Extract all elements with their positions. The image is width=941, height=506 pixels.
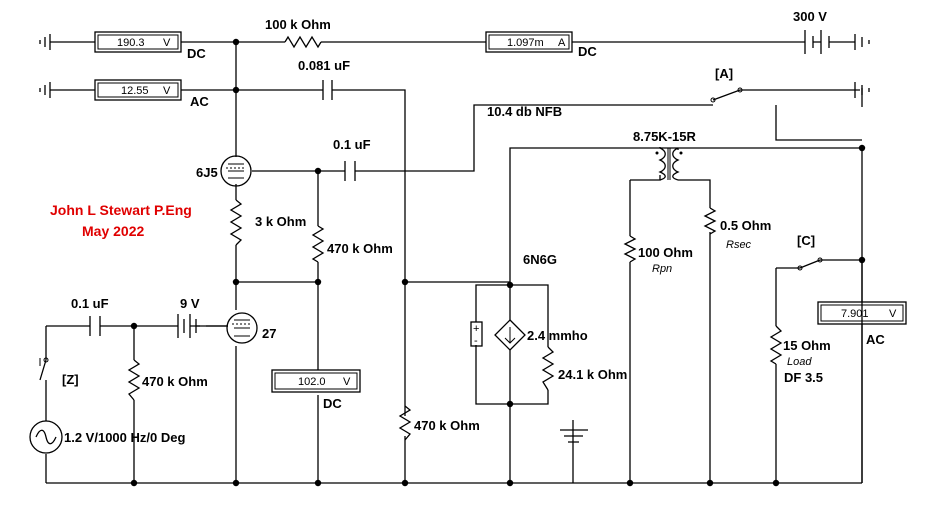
- label-r-470k-in: 470 k Ohm: [142, 374, 208, 389]
- label-tube-6j5: 6J5: [196, 165, 218, 180]
- switch-c: [797, 257, 823, 271]
- battery-9v: [177, 314, 228, 338]
- label-tube-27: 27: [262, 326, 276, 341]
- tube-27-symbol: [226, 312, 258, 344]
- switch-z: [39, 357, 49, 392]
- label-supply: 300 V: [793, 9, 827, 24]
- meter-dc-top-value: 190.3: [117, 37, 145, 49]
- label-transformer: 8.75K-15R: [633, 129, 696, 144]
- label-r-241k: 24.1 k Ohm: [558, 367, 627, 382]
- dependent-source: + -: [470, 319, 526, 351]
- meter-dc-top-mode: DC: [187, 46, 206, 61]
- meter-dc-mid-mode: DC: [323, 396, 342, 411]
- date-credit: May 2022: [82, 223, 144, 239]
- label-r-100-sub: Rpn: [652, 263, 672, 275]
- label-switch-a: [A]: [715, 66, 733, 81]
- transformer: [655, 147, 683, 181]
- meter-ac-top-value: 12.55: [121, 85, 149, 97]
- meter-dc-mid: 102.0 V: [271, 369, 361, 393]
- label-c-01-top: 0.1 uF: [333, 137, 371, 152]
- meter-ac-out-unit: V: [889, 308, 897, 320]
- meter-dc-mid-value: 102.0: [298, 376, 326, 388]
- label-switch-c: [C]: [797, 233, 815, 248]
- meter-ac-out: 7.901 V: [817, 301, 907, 325]
- label-r-05: 0.5 Ohm: [720, 218, 771, 233]
- label-df: DF 3.5: [784, 370, 823, 385]
- label-c-0081: 0.081 uF: [298, 58, 350, 73]
- switch-a: [710, 87, 743, 103]
- battery-300v: [800, 30, 855, 54]
- labels: DC AC DC DC AC 100 k Ohm 300 V 0.081 uF …: [50, 9, 885, 445]
- meter-dc-current-mode: DC: [578, 44, 597, 59]
- label-r-100k: 100 k Ohm: [265, 17, 331, 32]
- ac-source: [29, 420, 63, 454]
- wires: [45, 41, 863, 484]
- meter-ac-out-mode: AC: [866, 332, 885, 347]
- label-c-01-in: 0.1 uF: [71, 296, 109, 311]
- capacitors: [89, 80, 356, 336]
- label-switch-z: [Z]: [62, 372, 79, 387]
- resistors: [127, 35, 783, 441]
- label-r-470k-mid: 470 k Ohm: [327, 241, 393, 256]
- label-r-05-sub: Rsec: [726, 239, 752, 251]
- meter-dc-current-value: 1.097m: [507, 37, 544, 49]
- label-r-15: 15 Ohm: [783, 338, 831, 353]
- label-bias: 9 V: [180, 296, 200, 311]
- label-nfb: 10.4 db NFB: [487, 104, 562, 119]
- label-source: 1.2 V/1000 Hz/0 Deg: [64, 430, 185, 445]
- meter-dc-top-unit: V: [163, 37, 171, 49]
- meter-ac-top-unit: V: [163, 85, 171, 97]
- meter-dc-current: 1.097m A: [485, 31, 573, 53]
- label-r-100: 100 Ohm: [638, 245, 693, 260]
- label-r-15-sub: Load: [787, 356, 812, 368]
- label-r-470k-low: 470 k Ohm: [414, 418, 480, 433]
- meter-dc-top: 190.3 V: [94, 31, 182, 53]
- meter-ac-top-mode: AC: [190, 94, 209, 109]
- label-gm: 2.4 mmho: [527, 328, 588, 343]
- meter-dc-current-unit: A: [558, 37, 566, 49]
- svg-text:-: -: [474, 335, 478, 347]
- author-credit: John L Stewart P.Eng: [50, 202, 192, 218]
- label-tube-6n6g: 6N6G: [523, 252, 557, 267]
- tube-6j5-symbol: [220, 155, 252, 187]
- meter-ac-out-value: 7.901: [841, 308, 869, 320]
- meter-ac-top: 12.55 V: [94, 79, 182, 101]
- label-r-3k: 3 k Ohm: [255, 214, 306, 229]
- meter-dc-mid-unit: V: [343, 376, 351, 388]
- svg-text:+: +: [473, 323, 479, 335]
